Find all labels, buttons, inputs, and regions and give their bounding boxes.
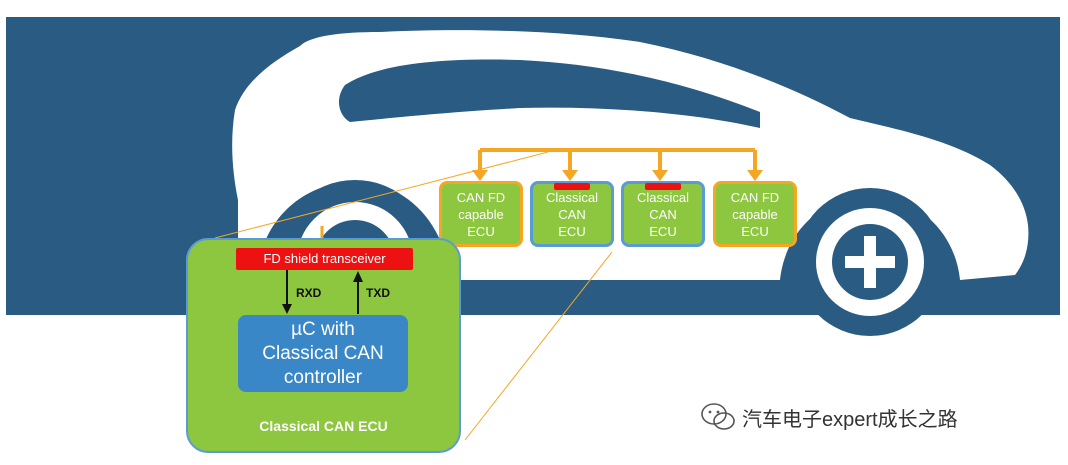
watermark-text: 汽车电子expert成长之路 (742, 408, 958, 431)
shield-marker-1 (554, 183, 590, 190)
bus-arrows (472, 170, 763, 181)
zoom-line-top (214, 151, 549, 239)
shield-marker-2 (645, 183, 681, 190)
zoomed-ecu-title: Classical CAN ECU (259, 418, 388, 434)
front-wheel-spoke-v (864, 236, 876, 288)
watermark: 汽车电子expert成长之路 (700, 402, 958, 432)
ecu-can-fd-1: CAN FD capable ECU (439, 181, 523, 247)
ecu-classical-1: Classical CAN ECU (530, 181, 614, 247)
ecu-classical-2: Classical CAN ECU (621, 181, 705, 247)
can-bus (478, 148, 757, 172)
fd-shield-transceiver: FD shield transceiver (236, 248, 413, 270)
zoom-line-bottom (464, 251, 613, 441)
microcontroller-box: µC with Classical CAN controller (238, 315, 408, 392)
window (338, 59, 760, 128)
ecu-can-fd-2: CAN FD capable ECU (713, 181, 797, 247)
txd-label: TXD (366, 286, 390, 300)
wechat-icon (701, 403, 735, 430)
rxd-label: RXD (296, 286, 322, 300)
